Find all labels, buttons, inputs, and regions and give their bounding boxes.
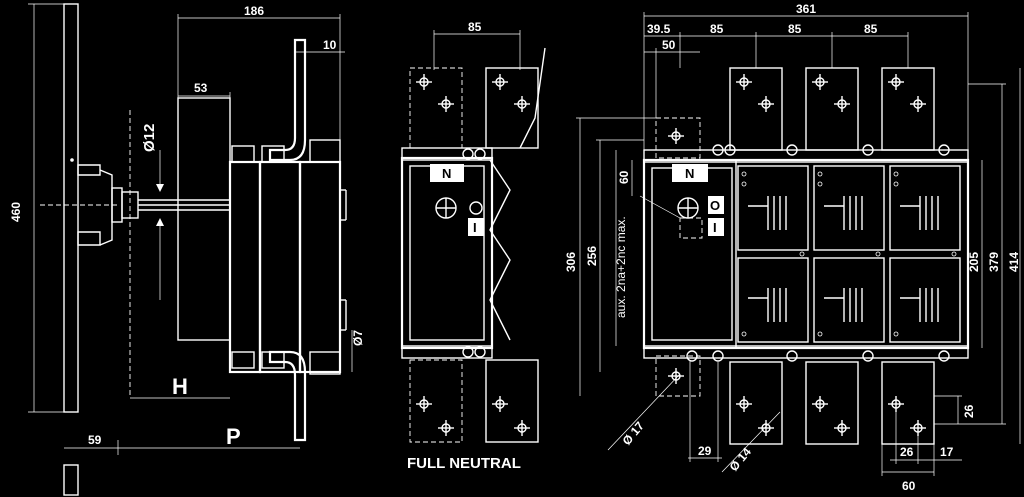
aux-note: aux. 2na+2nc max. [614,216,628,318]
arrow-up [156,218,164,226]
dim-26-h: 26 [900,445,914,459]
dim-53: 53 [194,81,208,95]
dim-39-5: 39.5 [647,22,671,36]
dim-205: 205 [967,252,981,272]
front-view: 361 39.5 85 85 85 50 [564,2,1021,493]
dim-50: 50 [662,38,676,52]
dim-460: 460 [9,202,23,222]
handle-grip-lower [77,231,101,246]
dim-85-mid: 85 [468,20,482,34]
side-body-mid [258,160,302,374]
dim-361: 361 [796,2,816,16]
handle-grip [77,164,101,176]
side-view: 186 10 53 Ø12 460 59 Ø7 H P [9,3,365,496]
phase-top-busbar [485,67,539,149]
aux-bottom-dashed [655,355,701,397]
side-body-back [177,97,231,341]
dim-306: 306 [564,252,578,272]
aux-top-dashed [655,117,701,159]
front-n: N [685,166,694,181]
dim-diam-14: Ø 14 [727,445,755,474]
dim-256: 256 [585,246,599,266]
side-body-front [228,160,262,374]
front-o: O [710,198,720,213]
phase2-top-busbar [805,67,859,151]
phase3-top-busbar [881,67,935,151]
handle-dot [70,158,74,162]
side-body-rear [298,160,342,374]
dim-60-term: 60 [902,479,916,493]
dim-379: 379 [987,252,1001,272]
side-bottom-busbar [268,350,307,442]
arrow-down [156,184,164,192]
phase-bottom-busbar [485,359,539,443]
label-p: P [226,424,241,449]
side-top-busbar [268,38,307,162]
dim-85-a: 85 [710,22,724,36]
dim-26-v: 26 [962,404,976,418]
dim-10: 10 [323,38,337,52]
neutral-top-dashed [409,67,463,149]
front-i: I [713,220,717,235]
phase2-bottom-busbar [805,361,859,445]
switch-body [642,158,970,350]
neutral-i: I [473,220,477,235]
dim-414: 414 [1007,252,1021,272]
handle-plate-lower [63,464,79,496]
handle-plate [63,3,79,413]
neutral-body [400,156,494,350]
dim-diam-17: Ø 17 [620,419,648,448]
handle-base [99,169,113,246]
dim-59: 59 [88,433,102,447]
dim-186: 186 [244,4,264,18]
dim-85-b: 85 [788,22,802,36]
dim-60-aux: 60 [617,170,631,184]
neutral-n: N [442,166,451,181]
dim-85-c: 85 [864,22,878,36]
dim-diam-7: Ø7 [351,330,365,346]
neutral-bottom-dashed [409,359,463,443]
phase-modules [737,165,961,343]
phase3-bottom-busbar [881,361,935,445]
dim-diam-12: Ø12 [141,124,158,152]
phase1-bottom-busbar [729,361,783,445]
label-full-neutral: FULL NEUTRAL [407,455,521,472]
neutral-view: 85 N I [400,20,546,472]
dim-29: 29 [698,444,712,458]
phase1-top-busbar [729,67,783,151]
label-h: H [172,374,188,399]
dim-17: 17 [940,445,954,459]
